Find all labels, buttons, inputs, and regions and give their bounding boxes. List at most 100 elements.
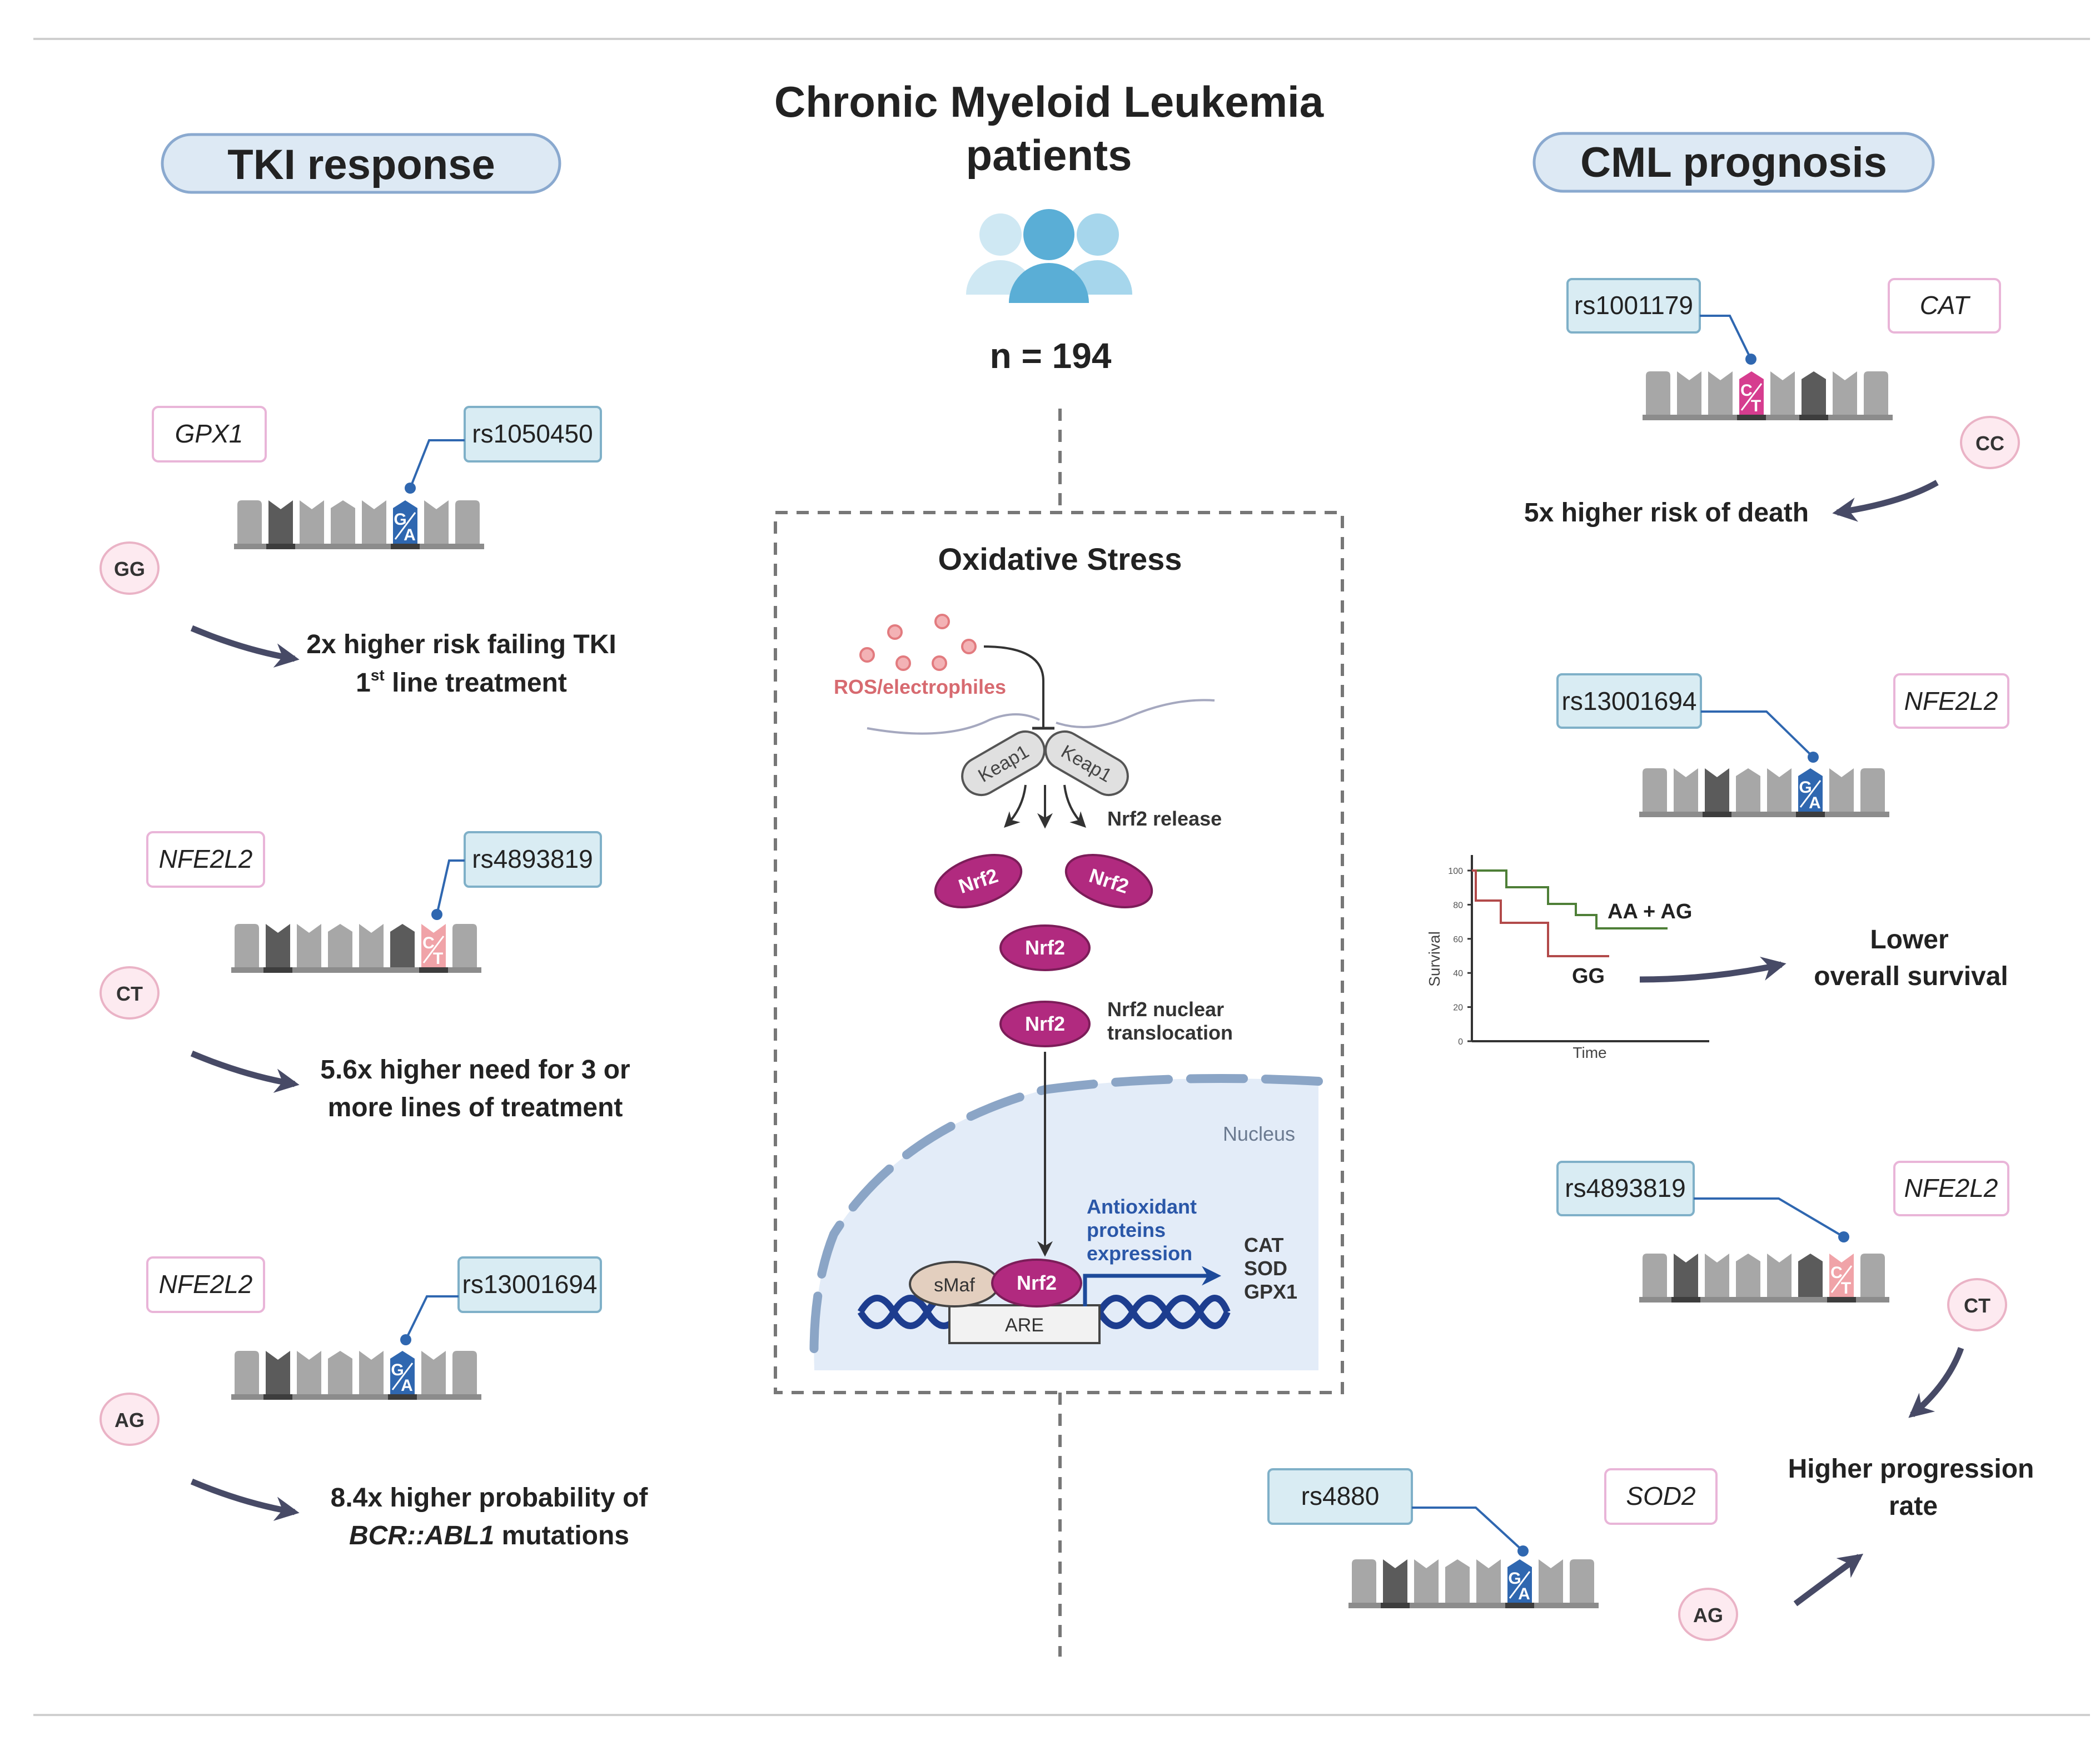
expression-arrow: [1083, 1266, 1221, 1306]
progression-line2: rate: [1889, 1492, 1938, 1521]
y-axis-label: Survival: [1426, 931, 1443, 987]
exon-block: [421, 1351, 446, 1394]
gene-label: NFE2L2: [159, 844, 253, 873]
exon-block: [359, 1351, 384, 1394]
exon-block: [1476, 1559, 1501, 1603]
membrane-wave-right: [1056, 699, 1215, 728]
survival-effect-line1: Lower: [1870, 925, 1948, 954]
sequence-marker: [391, 544, 420, 549]
allele-divider: [1740, 383, 1763, 411]
allele-alt-label: A: [404, 526, 416, 544]
translocation-line2: translocation: [1107, 1021, 1233, 1044]
sequence-marker: [1671, 1297, 1700, 1302]
smaf-label: sMaf: [934, 1275, 975, 1296]
sequence-marker: [1703, 812, 1731, 817]
snp-label: rs1050450: [472, 419, 593, 448]
allele-divider: [422, 936, 445, 963]
exon-block: [1860, 768, 1885, 812]
nrf2-label: Nrf2: [1017, 1271, 1057, 1294]
y-tick-label: 80: [1453, 901, 1463, 910]
snp-label: rs13001694: [462, 1270, 598, 1299]
exon-block: [1798, 1254, 1823, 1297]
exon-block: [300, 500, 324, 544]
allele-ref-label: C: [422, 934, 435, 952]
effect-label: 5x higher risk of death: [1524, 498, 1809, 528]
exon-block: [268, 500, 293, 544]
effect-arrow: [1908, 1347, 1964, 1418]
nrf2-protein: Nrf2: [999, 1001, 1091, 1047]
sequence-baseline: [1348, 1603, 1599, 1608]
allele-divider: [1799, 780, 1822, 808]
sequence-marker: [263, 967, 292, 973]
sequence-marker: [1796, 812, 1825, 817]
target-sod: SOD: [1244, 1257, 1287, 1280]
antioxidant-line1: Antioxidant: [1087, 1195, 1197, 1218]
ros-molecules: [859, 614, 977, 671]
sequence-baseline: [1639, 1297, 1889, 1302]
nrf2-protein: Nrf2: [934, 854, 1023, 908]
oxidative-stress-panel: Oxidative Stress Nucleus ROS/electrophil…: [774, 511, 1344, 1394]
y-tick-label: 100: [1448, 867, 1463, 876]
main-title-line2: patients: [966, 131, 1132, 180]
main-title-line1: Chronic Myeloid Leukemia: [774, 77, 1324, 126]
y-tick-label: 40: [1453, 969, 1463, 978]
cml-prognosis-header: CML prognosis: [1532, 132, 1935, 193]
gene-label: CAT: [1920, 291, 1970, 320]
exon-block: [328, 1351, 352, 1394]
keap1-right: Keap1: [1044, 730, 1129, 796]
finding-cat: rs1001179 CAT CT CC 5x higher risk of de…: [1524, 278, 2020, 528]
exon-block: [297, 924, 321, 967]
finding-nfe2l2-rs4893819-prognosis: rs4893819 NFE2L2 CT CT: [1556, 1161, 2009, 1418]
allele-ref-label: C: [1830, 1264, 1843, 1282]
gene-sequence-icon: CT: [1639, 1254, 1889, 1302]
exon-block: [1674, 1254, 1698, 1297]
allele-ref-label: G: [1799, 778, 1812, 797]
genotype-badge: GG: [114, 558, 145, 580]
ros-label: ROS/electrophiles: [834, 675, 1006, 698]
gene-label: NFE2L2: [1904, 1174, 1998, 1202]
exon-block: [297, 1351, 321, 1394]
release-arrow-right: [1063, 784, 1086, 828]
exon-block: [1352, 1559, 1376, 1603]
series-gg-curve: [1472, 869, 1609, 957]
exon-block: [1445, 1559, 1470, 1603]
target-cat: CAT: [1244, 1234, 1283, 1256]
allele-ref-label: G: [394, 510, 406, 529]
allele-ref-label: G: [1508, 1569, 1521, 1588]
snp-label: rs1001179: [1574, 291, 1693, 320]
progression-line1: Higher progression: [1788, 1454, 2034, 1484]
allele-ref-label: C: [1740, 381, 1753, 400]
x-axis-label: Time: [1572, 1044, 1606, 1061]
exon-block: [1539, 1559, 1563, 1603]
gene-sequence-icon: CT: [1643, 371, 1893, 420]
exon-block: [390, 924, 415, 967]
exon-block: [1570, 1559, 1594, 1603]
finding-nfe2l2-rs13001694: NFE2L2 rs13001694 GA AG 8.4x higher prob…: [99, 1256, 648, 1550]
snp-label: rs4893819: [1565, 1174, 1685, 1202]
allele-alt-label: T: [1841, 1279, 1851, 1297]
exon-block: [1708, 371, 1733, 415]
translocation-line1: Nrf2 nuclear: [1107, 998, 1224, 1021]
y-tick-label: 0: [1458, 1037, 1463, 1047]
gene-label: GPX1: [175, 419, 243, 448]
antioxidant-line3: expression: [1087, 1242, 1192, 1265]
snp-pointer: [1700, 315, 1752, 360]
snp-label: rs13001694: [1562, 687, 1697, 715]
sequence-marker: [266, 544, 295, 549]
exon-block: [331, 500, 355, 544]
allele-alt-label: A: [1518, 1585, 1530, 1603]
exon-block: [452, 924, 477, 967]
target-gpx1: GPX1: [1244, 1280, 1297, 1303]
gene-sequence-icon: GA: [1639, 768, 1889, 817]
exon-block: [1643, 1254, 1667, 1297]
snp-pointer: [436, 859, 465, 915]
allele-divider: [1830, 1265, 1853, 1293]
snp-label: rs4893819: [472, 844, 593, 873]
gene-sequence-icon: GA: [231, 1351, 481, 1400]
genotype-badge: AG: [115, 1409, 145, 1431]
gene-sequence-icon: CT: [231, 924, 481, 973]
allele-ref-label: G: [391, 1361, 404, 1379]
cml-prognosis-title: CML prognosis: [1580, 139, 1887, 186]
